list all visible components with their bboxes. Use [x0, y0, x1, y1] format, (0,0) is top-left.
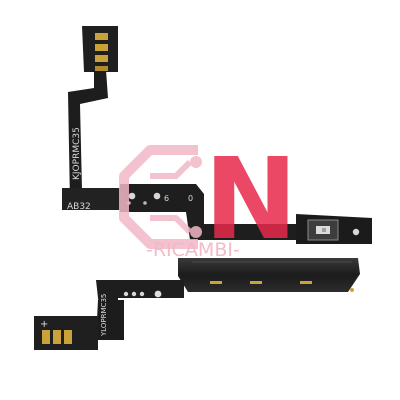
marking-plus: +	[40, 319, 48, 330]
board-label: AB32	[67, 202, 91, 212]
brand-tagline: -RICAMBI-	[146, 239, 240, 261]
brand-letter: N	[204, 135, 298, 265]
tactile-switch	[307, 219, 360, 241]
bracket-contacts	[210, 281, 354, 292]
marking-six: 6	[164, 194, 169, 203]
contact-pads-top	[95, 33, 108, 71]
upper-code-label: KJOPRMC35	[72, 127, 82, 180]
brand-logo-icon	[119, 145, 198, 249]
brand-watermark	[119, 145, 202, 249]
brand-logo-dots	[190, 156, 202, 238]
lower-connector-pins	[123, 290, 162, 298]
contact-pads-bottom	[42, 330, 72, 344]
marking-zero: 0	[188, 194, 193, 203]
lower-code-label: YLOPRMC35	[100, 294, 108, 337]
lower-flex-cable	[34, 258, 360, 350]
